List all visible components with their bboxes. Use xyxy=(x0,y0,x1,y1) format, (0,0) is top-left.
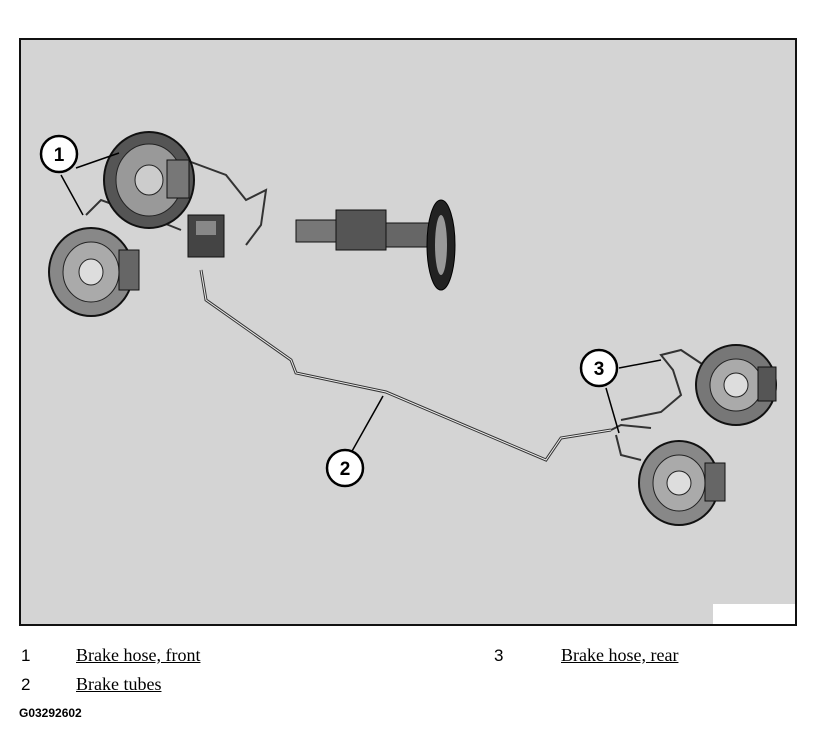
brake-tube-front-upper xyxy=(190,161,268,246)
rear-lower-disc xyxy=(638,440,726,526)
brake-hose-rear-lower xyxy=(615,434,642,461)
brake-tube-rear xyxy=(610,423,652,431)
front-upper-disc xyxy=(103,131,195,229)
callout-1-leader xyxy=(60,152,120,216)
callout-1-label: 1 xyxy=(54,145,65,166)
legend-number-1: 1 xyxy=(21,646,31,665)
callout-3-label: 3 xyxy=(594,359,605,380)
steering-wheel xyxy=(426,199,456,291)
callout-2-leader xyxy=(350,395,384,454)
legend-link-brake-hose-front[interactable]: Brake hose, front xyxy=(76,645,201,665)
callout-1: 1 xyxy=(39,134,79,174)
brake-hose-rear-upper xyxy=(620,348,712,421)
figure-corner-notch xyxy=(713,604,795,624)
brake-tube-main xyxy=(199,269,612,462)
callout-2: 2 xyxy=(325,448,365,488)
rear-upper-disc xyxy=(695,344,777,426)
abs-unit xyxy=(187,214,225,258)
legend-number-2: 2 xyxy=(21,675,31,694)
legend-link-brake-tubes[interactable]: Brake tubes xyxy=(76,674,162,694)
figure-code: G03292602 xyxy=(19,706,82,720)
front-lower-disc xyxy=(48,227,140,317)
callout-3: 3 xyxy=(579,348,619,388)
legend-link-brake-hose-rear[interactable]: Brake hose, rear xyxy=(561,645,679,665)
callout-2-label: 2 xyxy=(340,459,351,480)
brake-system-figure: 1 2 3 xyxy=(19,38,797,626)
callout-3-leader xyxy=(605,359,662,434)
brake-system-diagram: 1 2 3 xyxy=(39,131,777,526)
legend-number-3: 3 xyxy=(494,646,504,665)
brake-tube-main-highlight xyxy=(200,269,612,461)
brake-booster xyxy=(295,209,437,251)
